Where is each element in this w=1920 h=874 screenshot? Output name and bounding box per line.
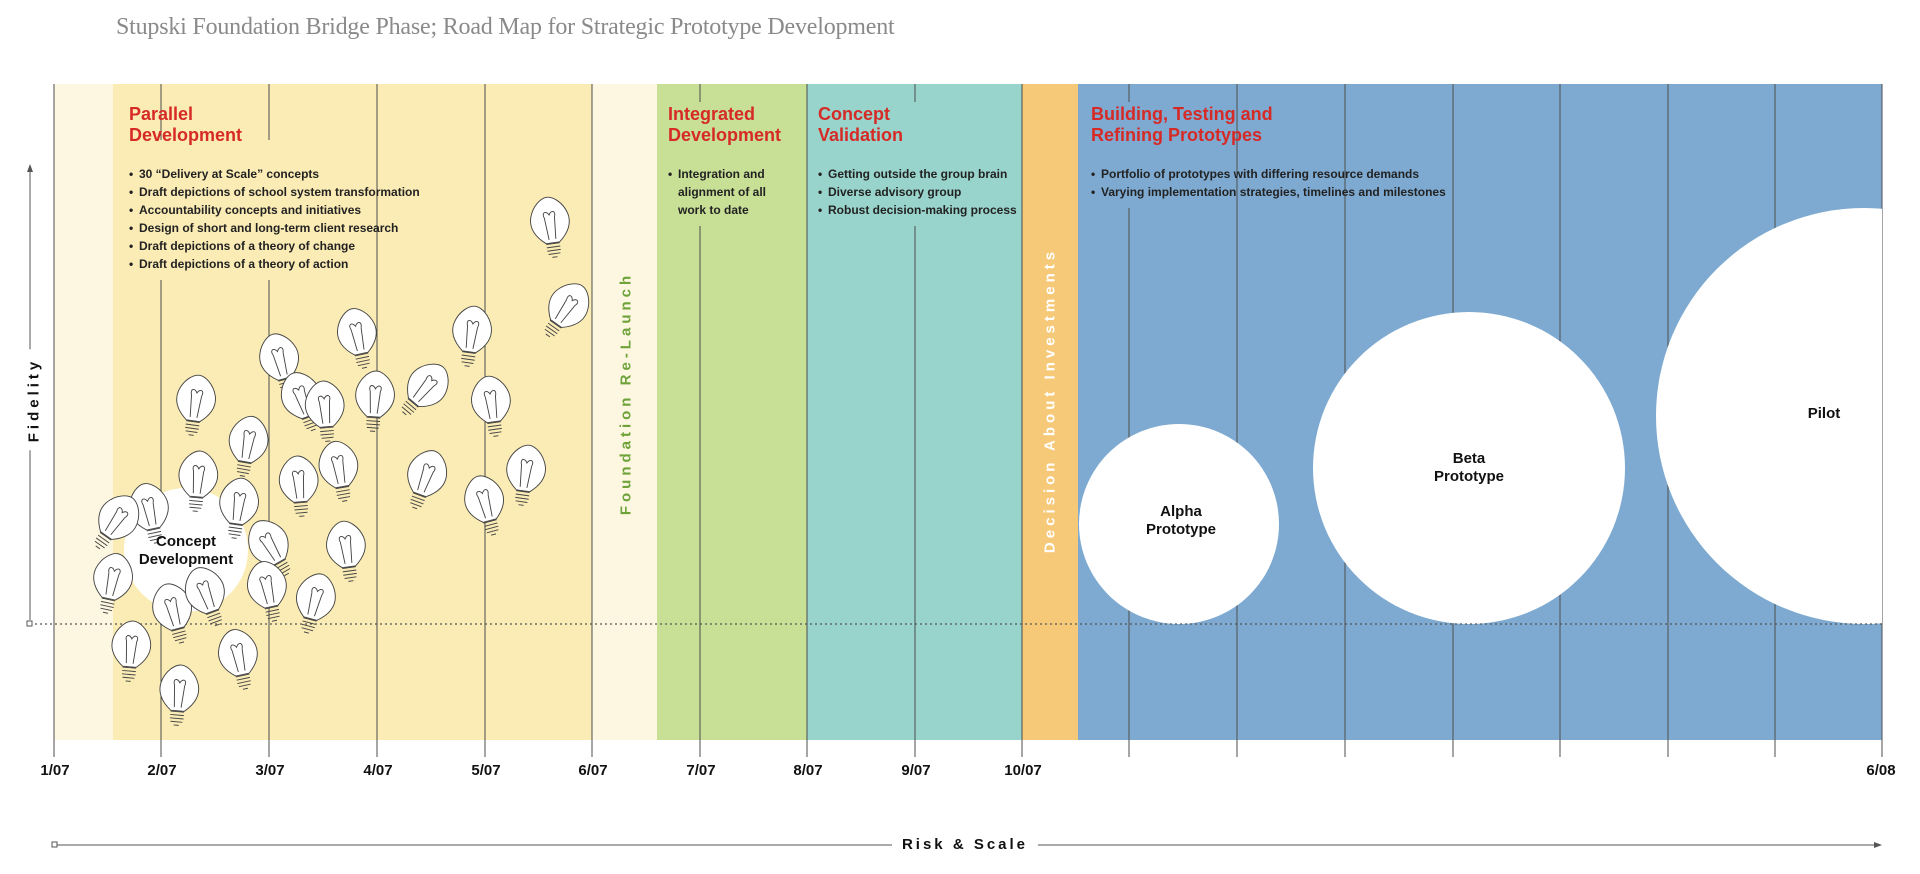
decision-label: Decision About Investments xyxy=(1041,247,1059,554)
beta-circle xyxy=(1313,312,1625,624)
bullet-item: 30 “Delivery at Scale” concepts xyxy=(129,165,420,183)
tick-label: 5/07 xyxy=(471,762,501,779)
integrated-bullets: Integration and alignment of all work to… xyxy=(668,165,766,219)
alpha-circle xyxy=(1079,424,1279,624)
bullet-item: Accountability concepts and initiatives xyxy=(129,201,420,219)
tick-label: 4/07 xyxy=(363,762,393,779)
integrated-heading: Integrated Development xyxy=(668,104,782,145)
bullet-item: Draft depictions of school system transf… xyxy=(129,183,420,201)
beta-label: Beta Prototype xyxy=(1433,450,1505,485)
band-relaunch xyxy=(592,84,657,740)
validation-bullets: Getting outside the group brain Diverse … xyxy=(818,165,1017,219)
bullet-item: Integration and alignment of all work to… xyxy=(668,165,766,219)
parallel-heading: Parallel Development xyxy=(129,104,243,145)
bullet-item: Varying implementation strategies, timel… xyxy=(1091,183,1446,201)
concept-label: Concept Development xyxy=(138,533,234,568)
bullet-item: Diverse advisory group xyxy=(818,183,1017,201)
tick-label: 3/07 xyxy=(255,762,285,779)
tick-label: 2/07 xyxy=(147,762,177,779)
bullet-item: Portfolio of prototypes with differing r… xyxy=(1091,165,1446,183)
tick-label: 6/08 xyxy=(1866,762,1896,779)
tick-label: 9/07 xyxy=(901,762,931,779)
alpha-label: Alpha Prototype xyxy=(1145,503,1217,538)
band-decision xyxy=(1022,84,1078,740)
tick-label: 10/07 xyxy=(1004,762,1042,779)
building-bullets: Portfolio of prototypes with differing r… xyxy=(1091,165,1446,201)
pilot-label: Pilot xyxy=(1807,405,1841,422)
parallel-bullets: 30 “Delivery at Scale” concepts Draft de… xyxy=(129,165,420,273)
x-axis-label: Risk & Scale xyxy=(891,836,1039,853)
bullet-item: Robust decision-making process xyxy=(818,201,1017,219)
bullet-item: Getting outside the group brain xyxy=(818,165,1017,183)
band-pale-start xyxy=(54,84,113,740)
tick-label: 1/07 xyxy=(40,762,70,779)
bullet-item: Draft depictions of a theory of action xyxy=(129,255,420,273)
y-axis-label: Fidelity xyxy=(21,349,47,451)
diagram-title: Stupski Foundation Bridge Phase; Road Ma… xyxy=(116,14,895,40)
tick-label: 7/07 xyxy=(686,762,716,779)
tick-label: 6/07 xyxy=(578,762,608,779)
bullet-item: Design of short and long-term client res… xyxy=(129,219,420,237)
tick-label: 8/07 xyxy=(793,762,823,779)
pilot-circle xyxy=(1656,208,1882,624)
bullet-item: Draft depictions of a theory of change xyxy=(129,237,420,255)
relaunch-label: Foundation Re-Launch xyxy=(617,271,635,516)
x-axis-arrowhead xyxy=(1874,842,1882,848)
y-axis-arrowhead xyxy=(27,164,33,172)
building-heading: Building, Testing and Refining Prototype… xyxy=(1091,104,1273,145)
validation-heading: Concept Validation xyxy=(818,104,904,145)
